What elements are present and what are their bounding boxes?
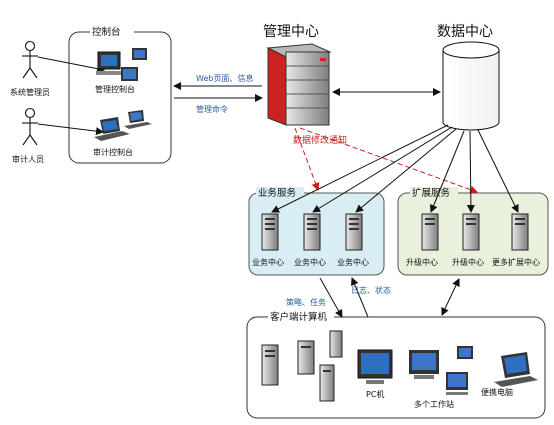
client-computers-title: 客户端计算机 [270,311,328,323]
business-server-1 [261,213,279,251]
workstations-label: 多个工作站 [414,399,454,409]
audit-console-laptops [94,110,152,141]
more-extension-label: 更多扩展中心 [492,257,540,267]
extension-server-1 [421,213,439,251]
mgmt-cmd-label: 管理命令 [196,104,228,114]
client-tower-2 [297,340,315,375]
extension-service-title: 扩展服务 [412,187,451,199]
business-service-title: 业务服务 [258,187,297,199]
upgrade-center-label-2: 升级中心 [452,257,484,267]
pc-monitor [357,349,393,384]
data-center-title: 数据中心 [437,24,493,40]
auditor-label: 审计人员 [12,154,44,164]
laptop-label: 便携电脑 [481,387,513,397]
management-console-computers [96,48,147,81]
laptop [494,352,538,387]
workstation-3 [457,346,473,359]
sysadmin-label: 系统管理员 [10,87,50,97]
management-center-title: 管理中心 [263,24,319,40]
data-change-notice-label: 数据修改通知 [293,134,347,146]
console-title: 控制台 [92,26,121,38]
policy-task-label: 策略、任务 [286,297,326,307]
audit-console-label: 审计控制台 [93,147,133,157]
pc-label: PC机 [366,389,384,399]
extension-server-3 [511,213,529,251]
business-server-2 [303,213,321,251]
management-console-label: 管理控制台 [95,84,135,94]
client-tower-1 [261,344,279,386]
sysadmin-figure [22,40,38,79]
client-tower-3 [329,330,343,358]
web-info-label: Web页面、信息 [196,73,253,83]
management-server [266,43,332,126]
upgrade-center-label-1: 升级中心 [406,257,438,267]
workstation-1 [409,350,439,379]
auditor-figure [22,107,38,146]
business-center-label-3: 业务中心 [337,257,369,267]
client-tower-4 [319,364,335,402]
business-center-label-1: 业务中心 [252,257,284,267]
client-computers-box [246,316,546,419]
log-status-label: 日志、状态 [351,285,391,295]
database-cylinder [442,41,500,131]
business-center-label-2: 业务中心 [294,257,326,267]
workstation-2 [446,372,468,395]
business-server-3 [345,213,363,251]
extension-server-2 [462,213,480,251]
